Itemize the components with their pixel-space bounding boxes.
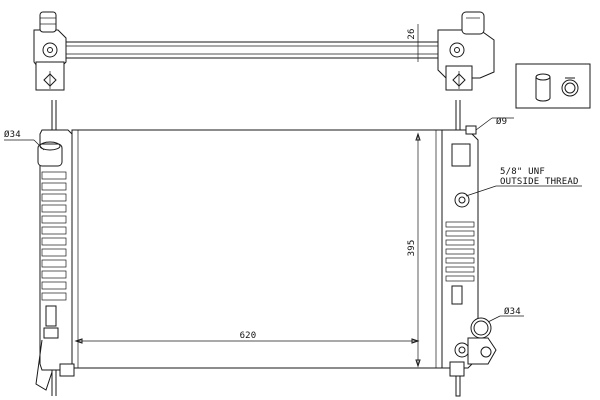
outlet-pipe — [470, 317, 492, 339]
left-tank-rib — [41, 248, 67, 257]
left-tank-rib — [41, 204, 67, 213]
left-tank-rib — [41, 193, 67, 202]
left-tank-rib — [41, 171, 67, 180]
parts-inset-box — [515, 63, 591, 109]
callout-vent-diameter: Ø9 — [475, 116, 514, 131]
left-tank-rib — [41, 259, 67, 268]
left-tank-rib — [41, 270, 67, 279]
left-tank-rib — [41, 292, 67, 301]
right-tank-rib — [445, 257, 475, 264]
width-dimension-label: 620 — [240, 331, 257, 341]
left-tank-rib — [41, 226, 67, 235]
left-tank — [35, 129, 75, 391]
cylinder-cap-icon — [535, 73, 551, 102]
dimension-top-bar: 26 — [407, 24, 419, 62]
support-rails — [51, 100, 461, 396]
left-tank-rib — [41, 237, 67, 246]
vent-diameter-label: Ø9 — [496, 116, 507, 127]
left-tank-rib — [41, 182, 67, 191]
right-tank-rib — [445, 239, 475, 246]
outlet-diameter-label: Ø34 — [504, 306, 521, 317]
o-ring-icon — [561, 77, 579, 97]
callout-outlet-diameter: Ø34 — [487, 306, 524, 323]
thread-spec-line-2: OUTSIDE THREAD — [500, 177, 579, 187]
right-tank-rib — [445, 266, 475, 273]
top-bar-dimension-label: 26 — [407, 28, 417, 39]
dimension-width: 620 — [74, 331, 420, 344]
right-tank-rib — [445, 221, 475, 228]
left-tank-rib — [41, 215, 67, 224]
top-right-bracket — [437, 11, 495, 91]
right-tank — [441, 125, 497, 397]
left-tank-rib — [41, 281, 67, 290]
callout-left-diameter: Ø34 — [4, 129, 45, 151]
thread-spec-line-1: 5/8" UNF — [500, 167, 545, 177]
callout-thread: 5/8" UNF OUTSIDE THREAD — [465, 167, 582, 197]
height-dimension-label: 395 — [407, 240, 417, 257]
top-mounting-bar — [61, 41, 441, 59]
right-tank-rib — [445, 248, 475, 255]
radiator-core — [71, 129, 443, 369]
right-tank-rib — [445, 230, 475, 237]
top-left-bracket — [33, 11, 67, 91]
dimension-height: 395 — [407, 132, 421, 368]
left-diameter-label: Ø34 — [4, 129, 21, 140]
right-tank-rib — [445, 275, 475, 282]
